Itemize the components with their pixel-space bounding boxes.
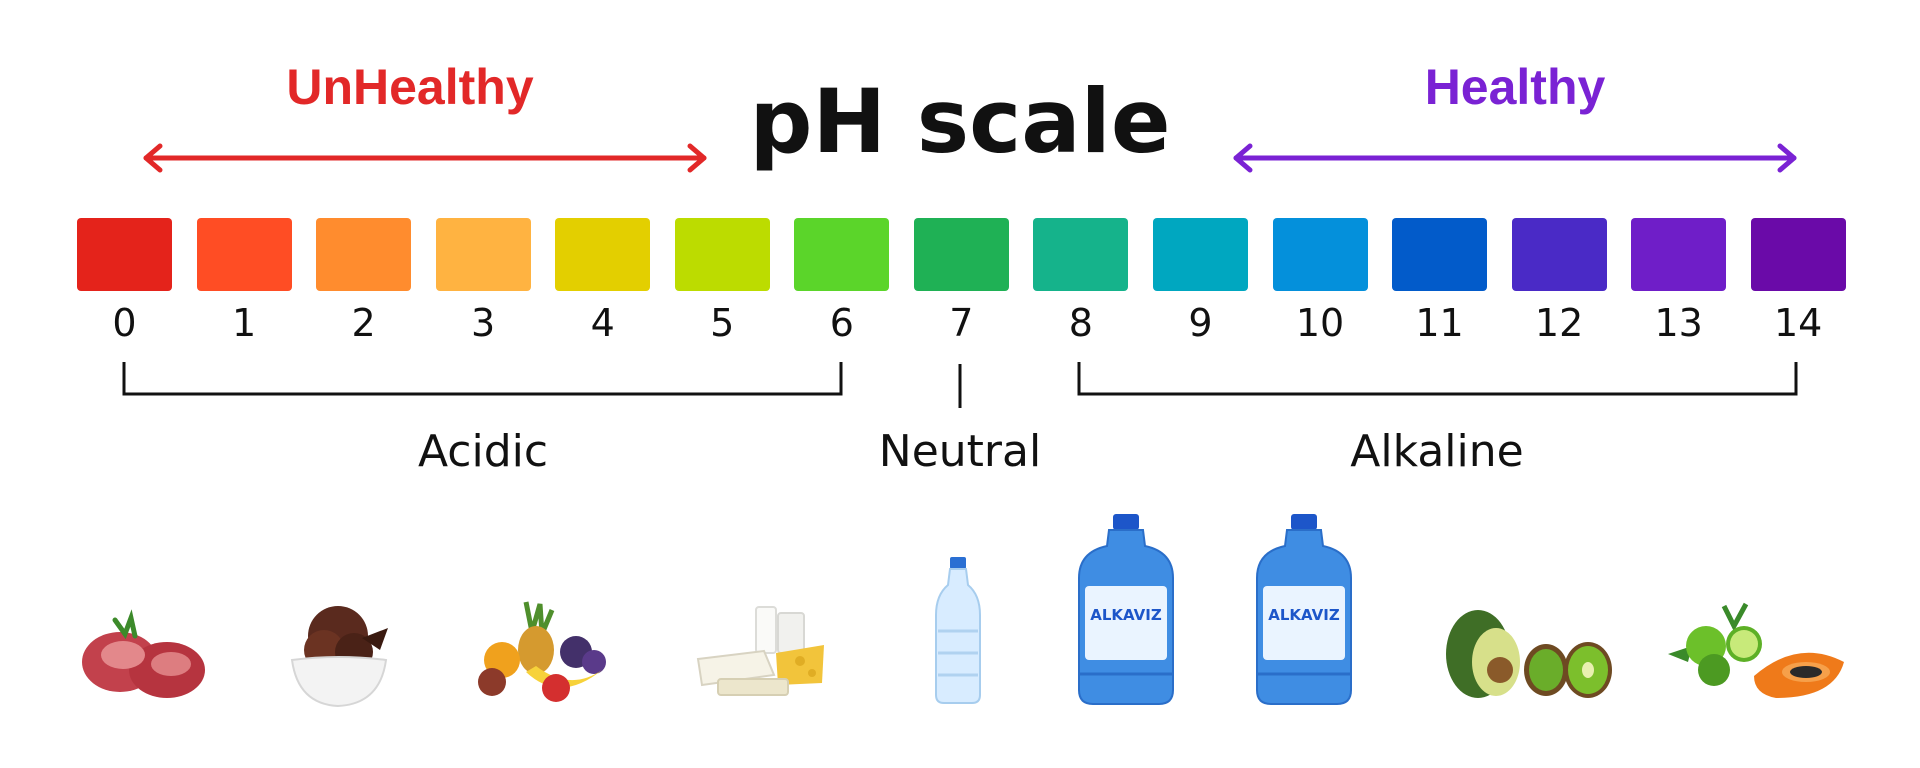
ph-number-11: 11 xyxy=(1415,301,1464,345)
ph-number-0: 0 xyxy=(112,301,137,345)
ph-number-10: 10 xyxy=(1295,301,1345,345)
ph-swatch-5 xyxy=(674,218,770,291)
dairy-icon xyxy=(696,606,824,696)
ph-number-12: 12 xyxy=(1534,301,1584,345)
ph-swatch-8 xyxy=(1033,218,1129,291)
ph-swatch-14 xyxy=(1750,218,1846,291)
meat-icon xyxy=(82,609,205,698)
ph-swatch-7 xyxy=(913,218,1009,291)
avocado-kiwi-icon xyxy=(1446,610,1612,698)
ph-number-9: 9 xyxy=(1188,301,1213,345)
alkaline-label: Alkaline xyxy=(1350,426,1524,477)
ph-swatch-11 xyxy=(1392,218,1488,291)
ph-swatch-9 xyxy=(1152,218,1248,291)
ph-number-5: 5 xyxy=(710,301,735,345)
ph-number-13: 13 xyxy=(1654,301,1703,345)
ph-swatch-2 xyxy=(316,218,412,291)
ph-number-14: 14 xyxy=(1774,301,1823,345)
ph-number-8: 8 xyxy=(1068,301,1093,345)
ph-swatch-3 xyxy=(435,218,531,291)
ph-swatch-12 xyxy=(1511,218,1607,291)
ice-cream-icon xyxy=(290,606,388,708)
ph-swatch-1 xyxy=(196,218,292,291)
ph-swatch-6 xyxy=(794,218,890,291)
ph-swatch-13 xyxy=(1631,218,1727,291)
ph-number-7: 7 xyxy=(949,301,974,345)
ph-number-1: 1 xyxy=(231,301,257,345)
lime-papaya-icon xyxy=(1668,602,1844,698)
ph-number-3: 3 xyxy=(471,301,496,345)
healthy-label: Healthy xyxy=(1424,59,1606,115)
acidic-label: Acidic xyxy=(417,426,549,477)
fruit-basket-icon xyxy=(478,601,606,702)
ph-swatch-10 xyxy=(1272,218,1368,291)
page-title: pH scale xyxy=(749,70,1171,173)
water-jug-icon: ALKAVIZ xyxy=(1256,514,1352,705)
ph-swatch-4 xyxy=(555,218,651,291)
water-jug-icon: ALKAVIZ xyxy=(1078,514,1174,705)
neutral-label: Neutral xyxy=(878,426,1042,477)
ph-number-4: 4 xyxy=(590,301,615,345)
ph-swatch-0 xyxy=(77,218,172,291)
ph-number-6: 6 xyxy=(829,301,854,345)
water-bottle-icon xyxy=(935,557,981,704)
jug-brand: ALKAVIZ xyxy=(1268,606,1340,624)
jug-brand: ALKAVIZ xyxy=(1090,606,1162,624)
unhealthy-label: UnHealthy xyxy=(286,59,534,115)
ph-number-2: 2 xyxy=(351,301,376,345)
